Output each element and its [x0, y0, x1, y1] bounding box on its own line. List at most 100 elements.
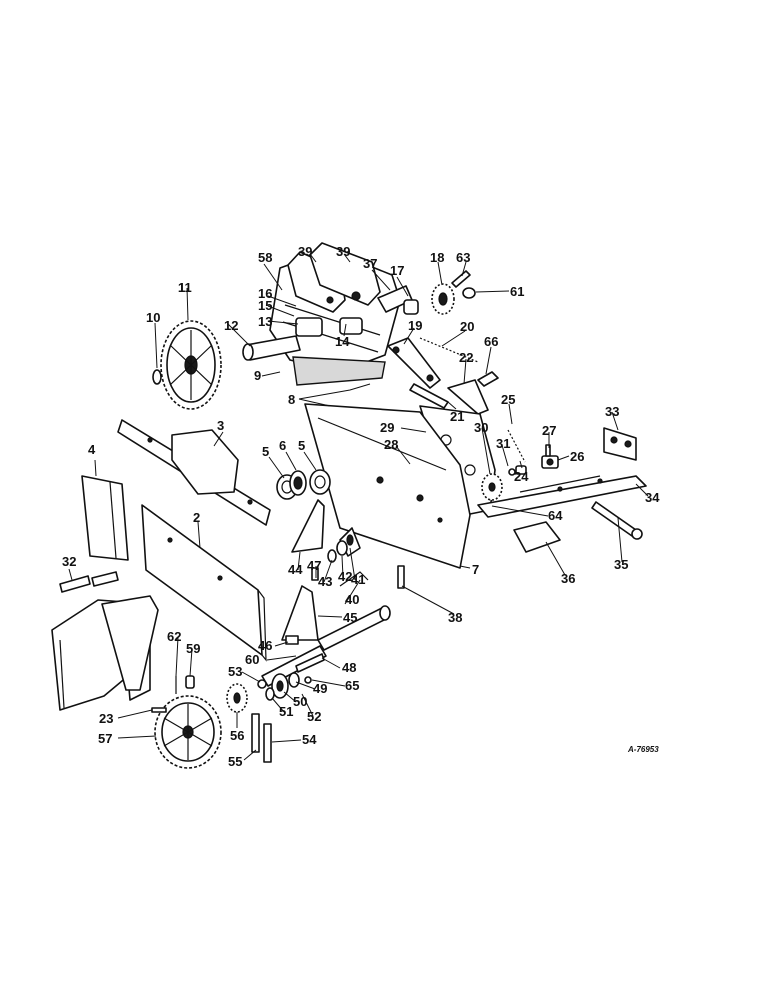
callout-7: 7 [472, 562, 479, 577]
plate-44 [291, 499, 325, 553]
callout-39b: 39 [336, 244, 350, 259]
callout-5b: 5 [298, 438, 305, 453]
side-panel-7 [304, 403, 471, 569]
callout-43: 43 [318, 574, 332, 589]
upper-frame-assembly [269, 242, 413, 386]
callout-36: 36 [561, 571, 575, 586]
callout-53: 53 [228, 664, 242, 679]
callout-51: 51 [279, 704, 293, 719]
pin-31 [508, 468, 516, 476]
reference-code: A-76953 [627, 745, 659, 754]
callout-45: 45 [343, 610, 357, 625]
callout-35: 35 [614, 557, 628, 572]
callout-21: 21 [450, 409, 464, 424]
pin-40 [339, 571, 369, 587]
callout-54: 54 [302, 732, 317, 747]
large-gear-57 [154, 695, 222, 769]
gear-18 [431, 283, 455, 315]
callout-labels: 1 2 3 4 5 5 6 7 8 9 10 11 12 13 14 15 16… [62, 244, 660, 769]
callout-15: 15 [258, 298, 272, 313]
pin-21 [409, 383, 449, 409]
callout-39a: 39 [298, 244, 312, 259]
bracket-36 [513, 521, 561, 553]
callout-64: 64 [548, 508, 563, 523]
callout-46: 46 [258, 638, 272, 653]
latch-22 [447, 379, 489, 415]
callout-38: 38 [448, 610, 462, 625]
collar-42 [336, 540, 348, 556]
callout-11: 11 [178, 280, 192, 295]
callout-3: 3 [217, 418, 224, 433]
strip-54 [263, 723, 272, 763]
callout-40: 40 [345, 592, 359, 607]
callout-12: 12 [224, 318, 238, 333]
callout-42: 42 [338, 569, 352, 584]
gear-56 [226, 683, 248, 713]
callout-57: 57 [98, 731, 112, 746]
callout-33: 33 [605, 404, 619, 419]
callout-8: 8 [288, 392, 295, 407]
pin-65 [304, 676, 312, 684]
callout-2: 2 [193, 510, 200, 525]
callout-61: 61 [510, 284, 524, 299]
callout-63: 63 [456, 250, 470, 265]
bolt-66 [477, 371, 499, 387]
callout-50: 50 [293, 694, 307, 709]
spring-20 [419, 337, 479, 363]
callout-19: 19 [408, 318, 422, 333]
guard-4 [81, 475, 129, 561]
plate-45 [281, 585, 319, 641]
callout-9: 9 [254, 368, 261, 383]
callout-66: 66 [484, 334, 498, 349]
callout-30: 30 [474, 420, 488, 435]
bolt-35 [591, 501, 643, 540]
callout-47: 47 [307, 558, 321, 573]
strip-55 [251, 713, 260, 753]
pin-17 [403, 299, 419, 315]
callout-18: 18 [430, 250, 444, 265]
channel-34 [477, 475, 647, 518]
washer-5-right [309, 469, 331, 495]
callout-14: 14 [335, 334, 350, 349]
callout-16: 16 [258, 286, 272, 301]
callout-48: 48 [342, 660, 356, 675]
panel-2 [141, 504, 267, 662]
washer-43 [327, 549, 337, 563]
callout-13: 13 [258, 314, 272, 329]
washer-10 [152, 369, 162, 385]
shaft-12 [242, 335, 301, 361]
callout-34: 34 [645, 490, 660, 505]
pin-48 [295, 653, 325, 673]
callout-37: 37 [363, 256, 377, 271]
callout-44: 44 [288, 562, 303, 577]
shield-assembly [51, 595, 159, 711]
bolt-23 [151, 707, 167, 713]
large-gear-11 [160, 320, 222, 410]
callout-56: 56 [230, 728, 244, 743]
callout-65: 65 [345, 678, 359, 693]
callout-10: 10 [146, 310, 160, 325]
callout-20: 20 [460, 319, 474, 334]
key-46 [285, 635, 299, 645]
gear-30 [481, 473, 503, 501]
callout-41: 41 [351, 572, 365, 587]
leader-lines [68, 253, 649, 761]
callout-29: 29 [380, 420, 394, 435]
callout-27: 27 [542, 423, 556, 438]
callout-26: 26 [570, 449, 584, 464]
callout-25: 25 [501, 392, 515, 407]
bearing-6 [289, 470, 307, 496]
callout-5a: 5 [262, 444, 269, 459]
pin-59 [185, 675, 195, 689]
bracket-33 [603, 427, 637, 461]
callout-1: 1 [178, 280, 185, 295]
callout-52: 52 [307, 709, 321, 724]
strip-3 [117, 419, 271, 526]
shaft-long [317, 605, 391, 651]
callout-49: 49 [313, 681, 327, 696]
block-26 [541, 455, 559, 469]
callout-58: 58 [258, 250, 272, 265]
clips-32 [59, 571, 119, 593]
ring-61 [462, 287, 476, 299]
